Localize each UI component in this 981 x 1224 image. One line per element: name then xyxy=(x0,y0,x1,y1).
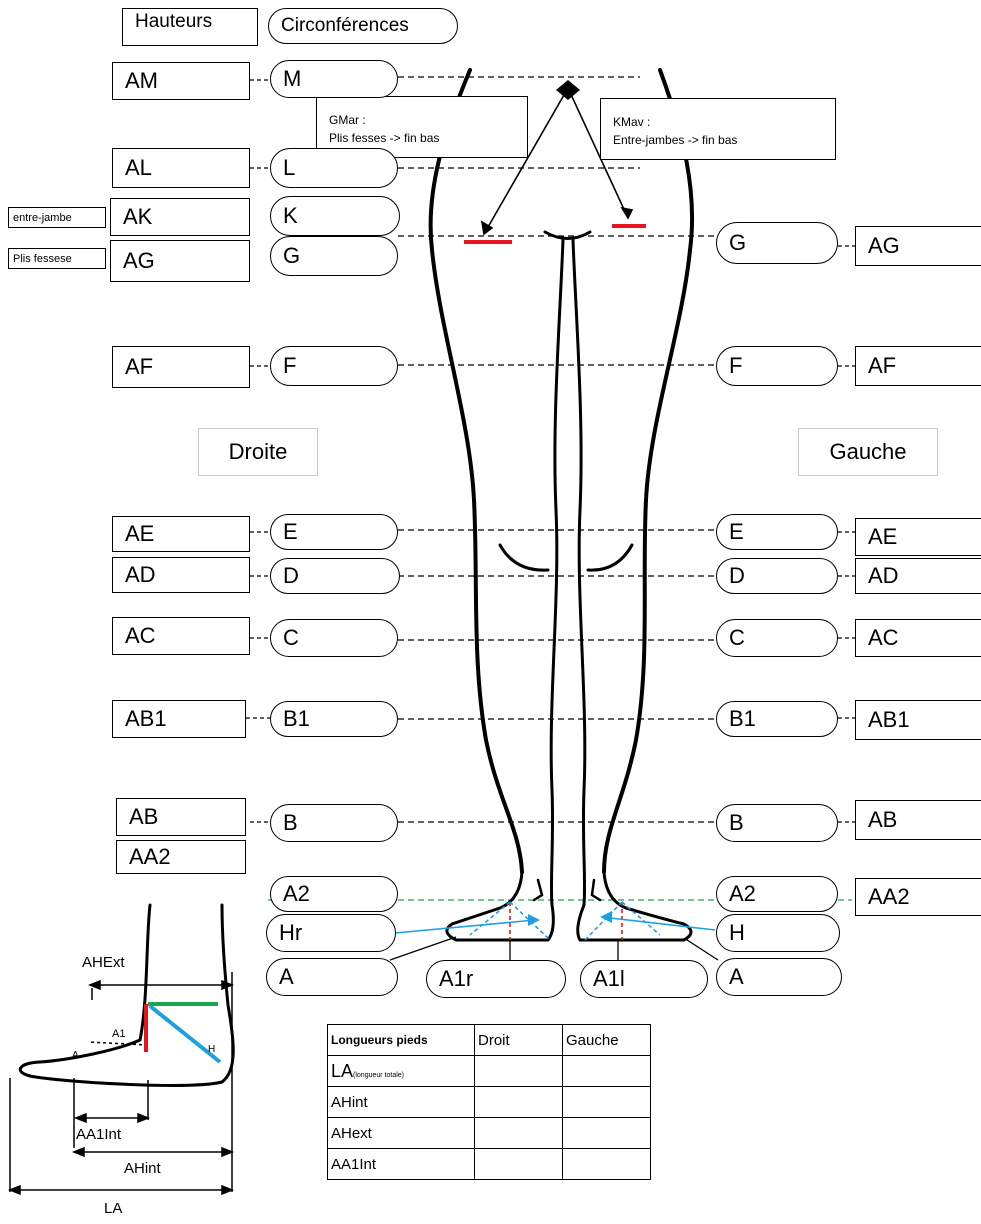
height-box-ac-right[interactable]: AC xyxy=(855,619,981,657)
height-box-ak[interactable]: AK xyxy=(110,198,250,236)
circ-pill-a2-right[interactable]: A2 xyxy=(716,876,838,912)
cell-la-droit[interactable] xyxy=(474,1055,563,1087)
height-box-ab1-left[interactable]: AB1 xyxy=(112,700,246,738)
table-row: AHint xyxy=(327,1086,651,1118)
circonferences-header: Circonférences xyxy=(268,8,458,44)
entre-jambe-tag: entre-jambe xyxy=(8,207,106,228)
circ-pill-g-left[interactable]: G xyxy=(270,236,398,276)
circ-pill-a-left[interactable]: A xyxy=(266,958,398,996)
cell-la-gauche[interactable] xyxy=(562,1055,651,1087)
height-box-ad-right[interactable]: AD xyxy=(855,558,981,594)
circ-pill-b-right[interactable]: B xyxy=(716,804,838,842)
cell-aa1int-gauche[interactable] xyxy=(562,1148,651,1180)
foot-blue-line xyxy=(148,1004,222,1064)
circ-pill-d-left[interactable]: D xyxy=(270,558,400,594)
height-box-al[interactable]: AL xyxy=(112,148,250,188)
gmar-note: GMar : Plis fesses -> fin bas xyxy=(316,96,528,158)
height-box-af-right[interactable]: AF xyxy=(855,346,981,386)
table-header-row: Longueurs pieds Droit Gauche xyxy=(327,1024,651,1056)
circ-pill-b1-left[interactable]: B1 xyxy=(270,701,398,737)
foot-label-aa1int: AA1Int xyxy=(76,1126,122,1143)
top-marker-diamond xyxy=(556,80,580,100)
cell-ahint-droit[interactable] xyxy=(474,1086,563,1118)
table-header-gauche: Gauche xyxy=(562,1024,651,1056)
foot-label-ahext: AHExt xyxy=(82,954,125,971)
circ-pill-b1-right[interactable]: B1 xyxy=(716,701,838,737)
row-label-ahext: AHext xyxy=(327,1117,475,1149)
circ-pill-a1l[interactable]: A1l xyxy=(580,960,708,998)
height-box-ag-left[interactable]: AG xyxy=(110,240,250,282)
foot-label-ahint: AHint xyxy=(124,1160,161,1177)
table-header-label: Longueurs pieds xyxy=(327,1024,475,1056)
foot-measure-lines xyxy=(7,972,235,1196)
legs-silhouette xyxy=(428,68,695,942)
height-box-ab-left[interactable]: AB xyxy=(116,798,246,836)
row-label-aa1int: AA1Int xyxy=(327,1148,475,1180)
plis-fessese-tag: Plis fessese xyxy=(8,248,106,269)
circ-pill-a2-left[interactable]: A2 xyxy=(270,876,398,912)
height-box-ag-right[interactable]: AG xyxy=(855,226,981,266)
height-box-ae-left[interactable]: AE xyxy=(112,516,250,552)
foot-label-a1: A1 xyxy=(112,1028,126,1040)
height-box-ab1-right[interactable]: AB1 xyxy=(855,700,981,740)
circ-pill-c-left[interactable]: C xyxy=(270,619,398,657)
gauche-label: Gauche xyxy=(798,428,938,476)
table-row: AHext xyxy=(327,1117,651,1149)
circ-pill-g-right[interactable]: G xyxy=(716,222,838,264)
circ-pill-e-left[interactable]: E xyxy=(270,514,398,550)
cell-aa1int-droit[interactable] xyxy=(474,1148,563,1180)
height-box-ac-left[interactable]: AC xyxy=(112,617,250,655)
table-row: LA(longueur totale) xyxy=(327,1055,651,1087)
droite-label: Droite xyxy=(198,428,318,476)
measurement-guide-lines xyxy=(398,76,715,823)
circ-pill-a1r[interactable]: A1r xyxy=(426,960,566,998)
circ-pill-b-left[interactable]: B xyxy=(270,804,398,842)
circ-pill-a-right[interactable]: A xyxy=(716,958,842,996)
height-box-ab-right[interactable]: AB xyxy=(855,800,981,840)
box-connectors xyxy=(246,79,855,823)
circ-pill-l[interactable]: L xyxy=(270,148,398,188)
height-box-af-left[interactable]: AF xyxy=(112,346,250,388)
crotch-arrows xyxy=(480,87,634,236)
ankle-markers xyxy=(394,901,716,941)
cell-ahext-gauche[interactable] xyxy=(562,1117,651,1149)
row-label-la: LA(longueur totale) xyxy=(327,1055,475,1087)
table-header-droit: Droit xyxy=(474,1024,563,1056)
circ-pill-c-right[interactable]: C xyxy=(716,619,838,657)
circ-pill-k[interactable]: K xyxy=(270,196,400,236)
circ-pill-e-right[interactable]: E xyxy=(716,514,838,550)
hauteurs-header: Hauteurs xyxy=(122,8,258,46)
height-box-aa2-left[interactable]: AA2 xyxy=(116,840,246,874)
height-box-ad-left[interactable]: AD xyxy=(112,557,250,593)
circ-pill-f-left[interactable]: F xyxy=(270,346,398,386)
circ-pill-f-right[interactable]: F xyxy=(716,346,838,386)
cell-ahext-droit[interactable] xyxy=(474,1117,563,1149)
kmav-note: KMav : Entre-jambes -> fin bas xyxy=(600,98,836,160)
cell-ahint-gauche[interactable] xyxy=(562,1086,651,1118)
height-box-ae-right[interactable]: AE xyxy=(855,518,981,556)
side-foot-sketch xyxy=(18,903,235,1087)
circ-pill-hr[interactable]: Hr xyxy=(266,914,396,952)
circ-pill-h[interactable]: H xyxy=(716,914,840,952)
circ-pill-d-right[interactable]: D xyxy=(716,558,838,594)
height-box-am[interactable]: AM xyxy=(112,62,250,100)
row-label-ahint: AHint xyxy=(327,1086,475,1118)
foot-label-h: H xyxy=(208,1044,216,1055)
height-box-aa2-right[interactable]: AA2 xyxy=(855,878,981,916)
circ-pill-m[interactable]: M xyxy=(270,60,398,98)
foot-label-la: LA xyxy=(104,1200,123,1217)
foot-leader-lines xyxy=(389,936,719,961)
foot-label-a: A xyxy=(72,1050,79,1061)
table-row: AA1Int xyxy=(327,1148,651,1180)
foot-length-table: Longueurs pieds Droit Gauche LA(longueur… xyxy=(327,1024,651,1180)
